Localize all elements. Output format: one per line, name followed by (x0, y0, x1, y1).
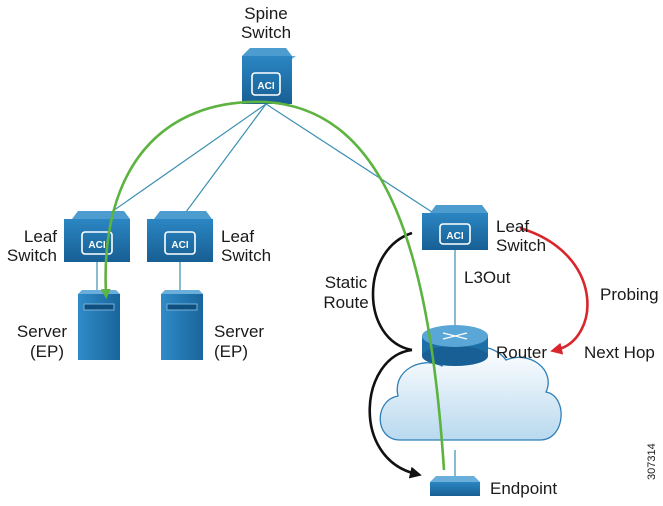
server-label: Server (214, 322, 264, 341)
probing-arrow (519, 226, 589, 355)
endpoint-label: Endpoint (490, 479, 557, 498)
server-label: (EP) (30, 342, 64, 361)
aci-badge: ACI (446, 231, 463, 242)
static-route-label: Route (323, 293, 368, 312)
endpoint-icon (430, 476, 480, 496)
server-label: Server (17, 322, 67, 341)
aci-badge: ACI (257, 81, 274, 92)
static-route-label: Static (325, 273, 368, 292)
figure-id: 307314 (646, 443, 658, 480)
leaf-switch-icon: ACI (64, 211, 130, 262)
leaf-label: Leaf (221, 227, 254, 246)
next-hop-label: Next Hop (584, 343, 655, 362)
leaf-label: Leaf (496, 217, 529, 236)
link-spine-leaf1 (99, 103, 267, 221)
static-route-arrow (368, 348, 422, 479)
probing-label: Probing (600, 285, 659, 304)
links (96, 103, 456, 476)
server-label: (EP) (214, 342, 248, 361)
link-spine-leaf2 (179, 103, 267, 221)
spine-label: Spine (244, 4, 287, 23)
router-label: Router (496, 343, 547, 362)
spine-label: Switch (241, 23, 291, 42)
server-icon (161, 290, 203, 360)
spine-switch-icon: ACI (242, 48, 296, 104)
aci-badge: ACI (88, 240, 105, 251)
leaf-label: Leaf (24, 227, 57, 246)
leaf-label: Switch (496, 236, 546, 255)
static-route-arc (371, 231, 413, 352)
link-spine-leaf3 (265, 103, 436, 215)
router-icon (422, 325, 488, 366)
leaf-switch-icon: ACI (147, 211, 213, 262)
aci-badge: ACI (171, 240, 188, 251)
server-icon (78, 290, 120, 360)
l3out-label: L3Out (464, 268, 511, 287)
leaf-label: Switch (7, 246, 57, 265)
leaf-switch-icon: ACI (422, 205, 488, 250)
leaf-label: Switch (221, 246, 271, 265)
traffic-path-arrow (100, 100, 446, 471)
